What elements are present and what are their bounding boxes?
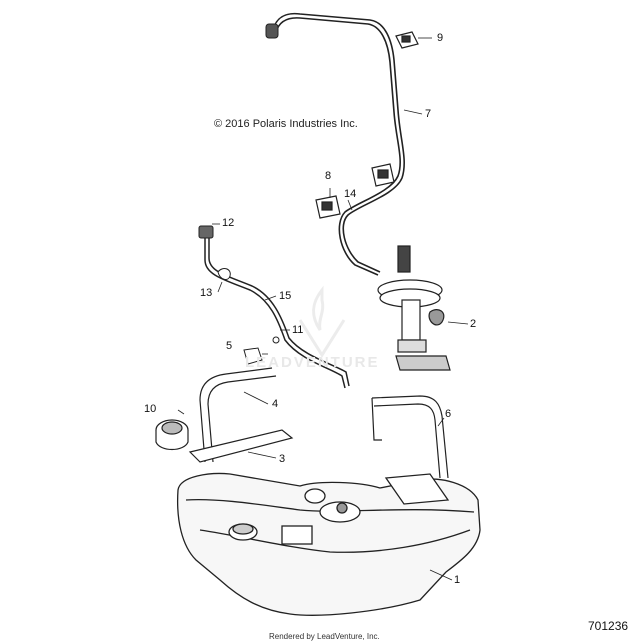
callout-3: 3 [279,453,286,465]
copyright-notice: © 2016 Polaris Industries Inc. [214,118,358,130]
callout-9: 9 [437,32,444,44]
line-end-fitting [265,23,279,39]
fuel-line [272,12,405,276]
vent-valve-12 [198,225,214,239]
leader-lines [177,37,469,581]
callout-15: 15 [279,290,292,302]
fastener-5 [243,347,263,365]
callout-8: 8 [325,170,332,182]
bolt-11 [272,336,280,344]
callout-10: 10 [144,403,157,415]
fuel-tank [176,472,481,616]
callout-13: 13 [200,287,213,299]
clip-13 [217,268,231,280]
figure-number: 701236 [588,619,629,633]
fuel-pump-assembly [377,245,451,371]
callout-1: 1 [454,574,461,586]
clip-8 [315,163,395,219]
callout-4: 4 [272,398,279,410]
pad-3 [188,429,294,463]
strap-6 [371,395,449,479]
callout-6: 6 [445,408,452,420]
callout-11: 11 [292,324,304,336]
clip-9 [395,31,419,49]
callout-5: 5 [226,340,233,352]
watermark-text: LEADVENTURE [245,354,380,371]
callout-12: 12 [222,217,235,229]
fuel-cap [155,419,189,451]
render-credit: Rendered by LeadVenture, Inc. [269,632,380,641]
callout-14: 14 [344,188,357,200]
callout-2: 2 [470,318,477,330]
watermark-logo [298,285,346,358]
strap-4 [199,367,277,463]
callout-7: 7 [425,108,432,120]
